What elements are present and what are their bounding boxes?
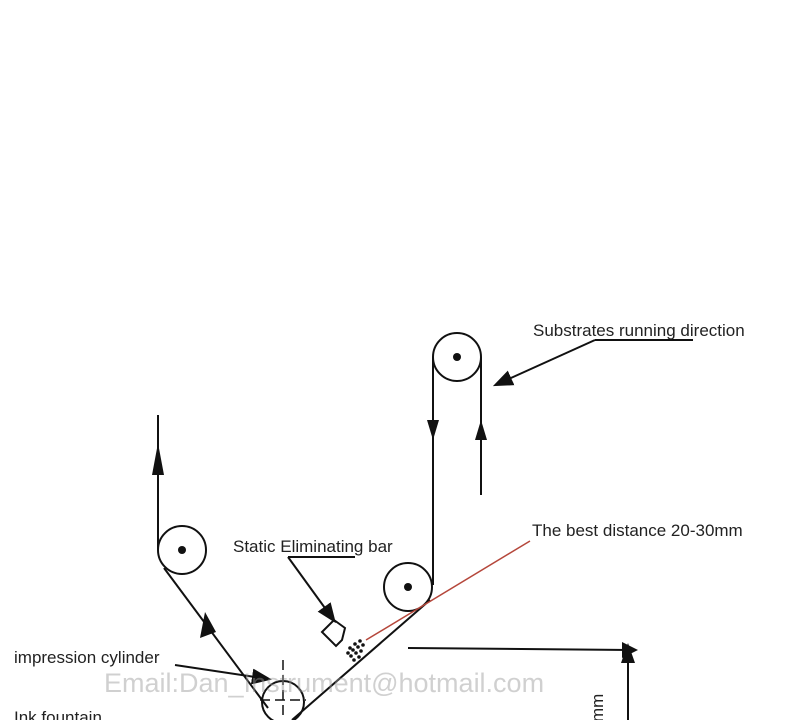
static-eliminating-bar xyxy=(320,618,347,648)
distance-indicator-line xyxy=(365,540,531,641)
static-bar-label: Static Eliminating bar xyxy=(233,537,393,556)
best-distance-label: The best distance 20-30mm xyxy=(532,521,743,540)
substrates-direction-label: Substrates running direction xyxy=(533,321,745,340)
dimension-label: mm xyxy=(588,693,607,720)
middle-roller xyxy=(383,562,433,612)
impression-cylinder-label: impression cylinder xyxy=(14,648,160,667)
ionizer-dots xyxy=(346,639,365,662)
watermark: Email:Dan_Instrument@hotmail.com xyxy=(104,668,545,698)
ink-fountain-label: Ink fountain xyxy=(14,708,102,720)
